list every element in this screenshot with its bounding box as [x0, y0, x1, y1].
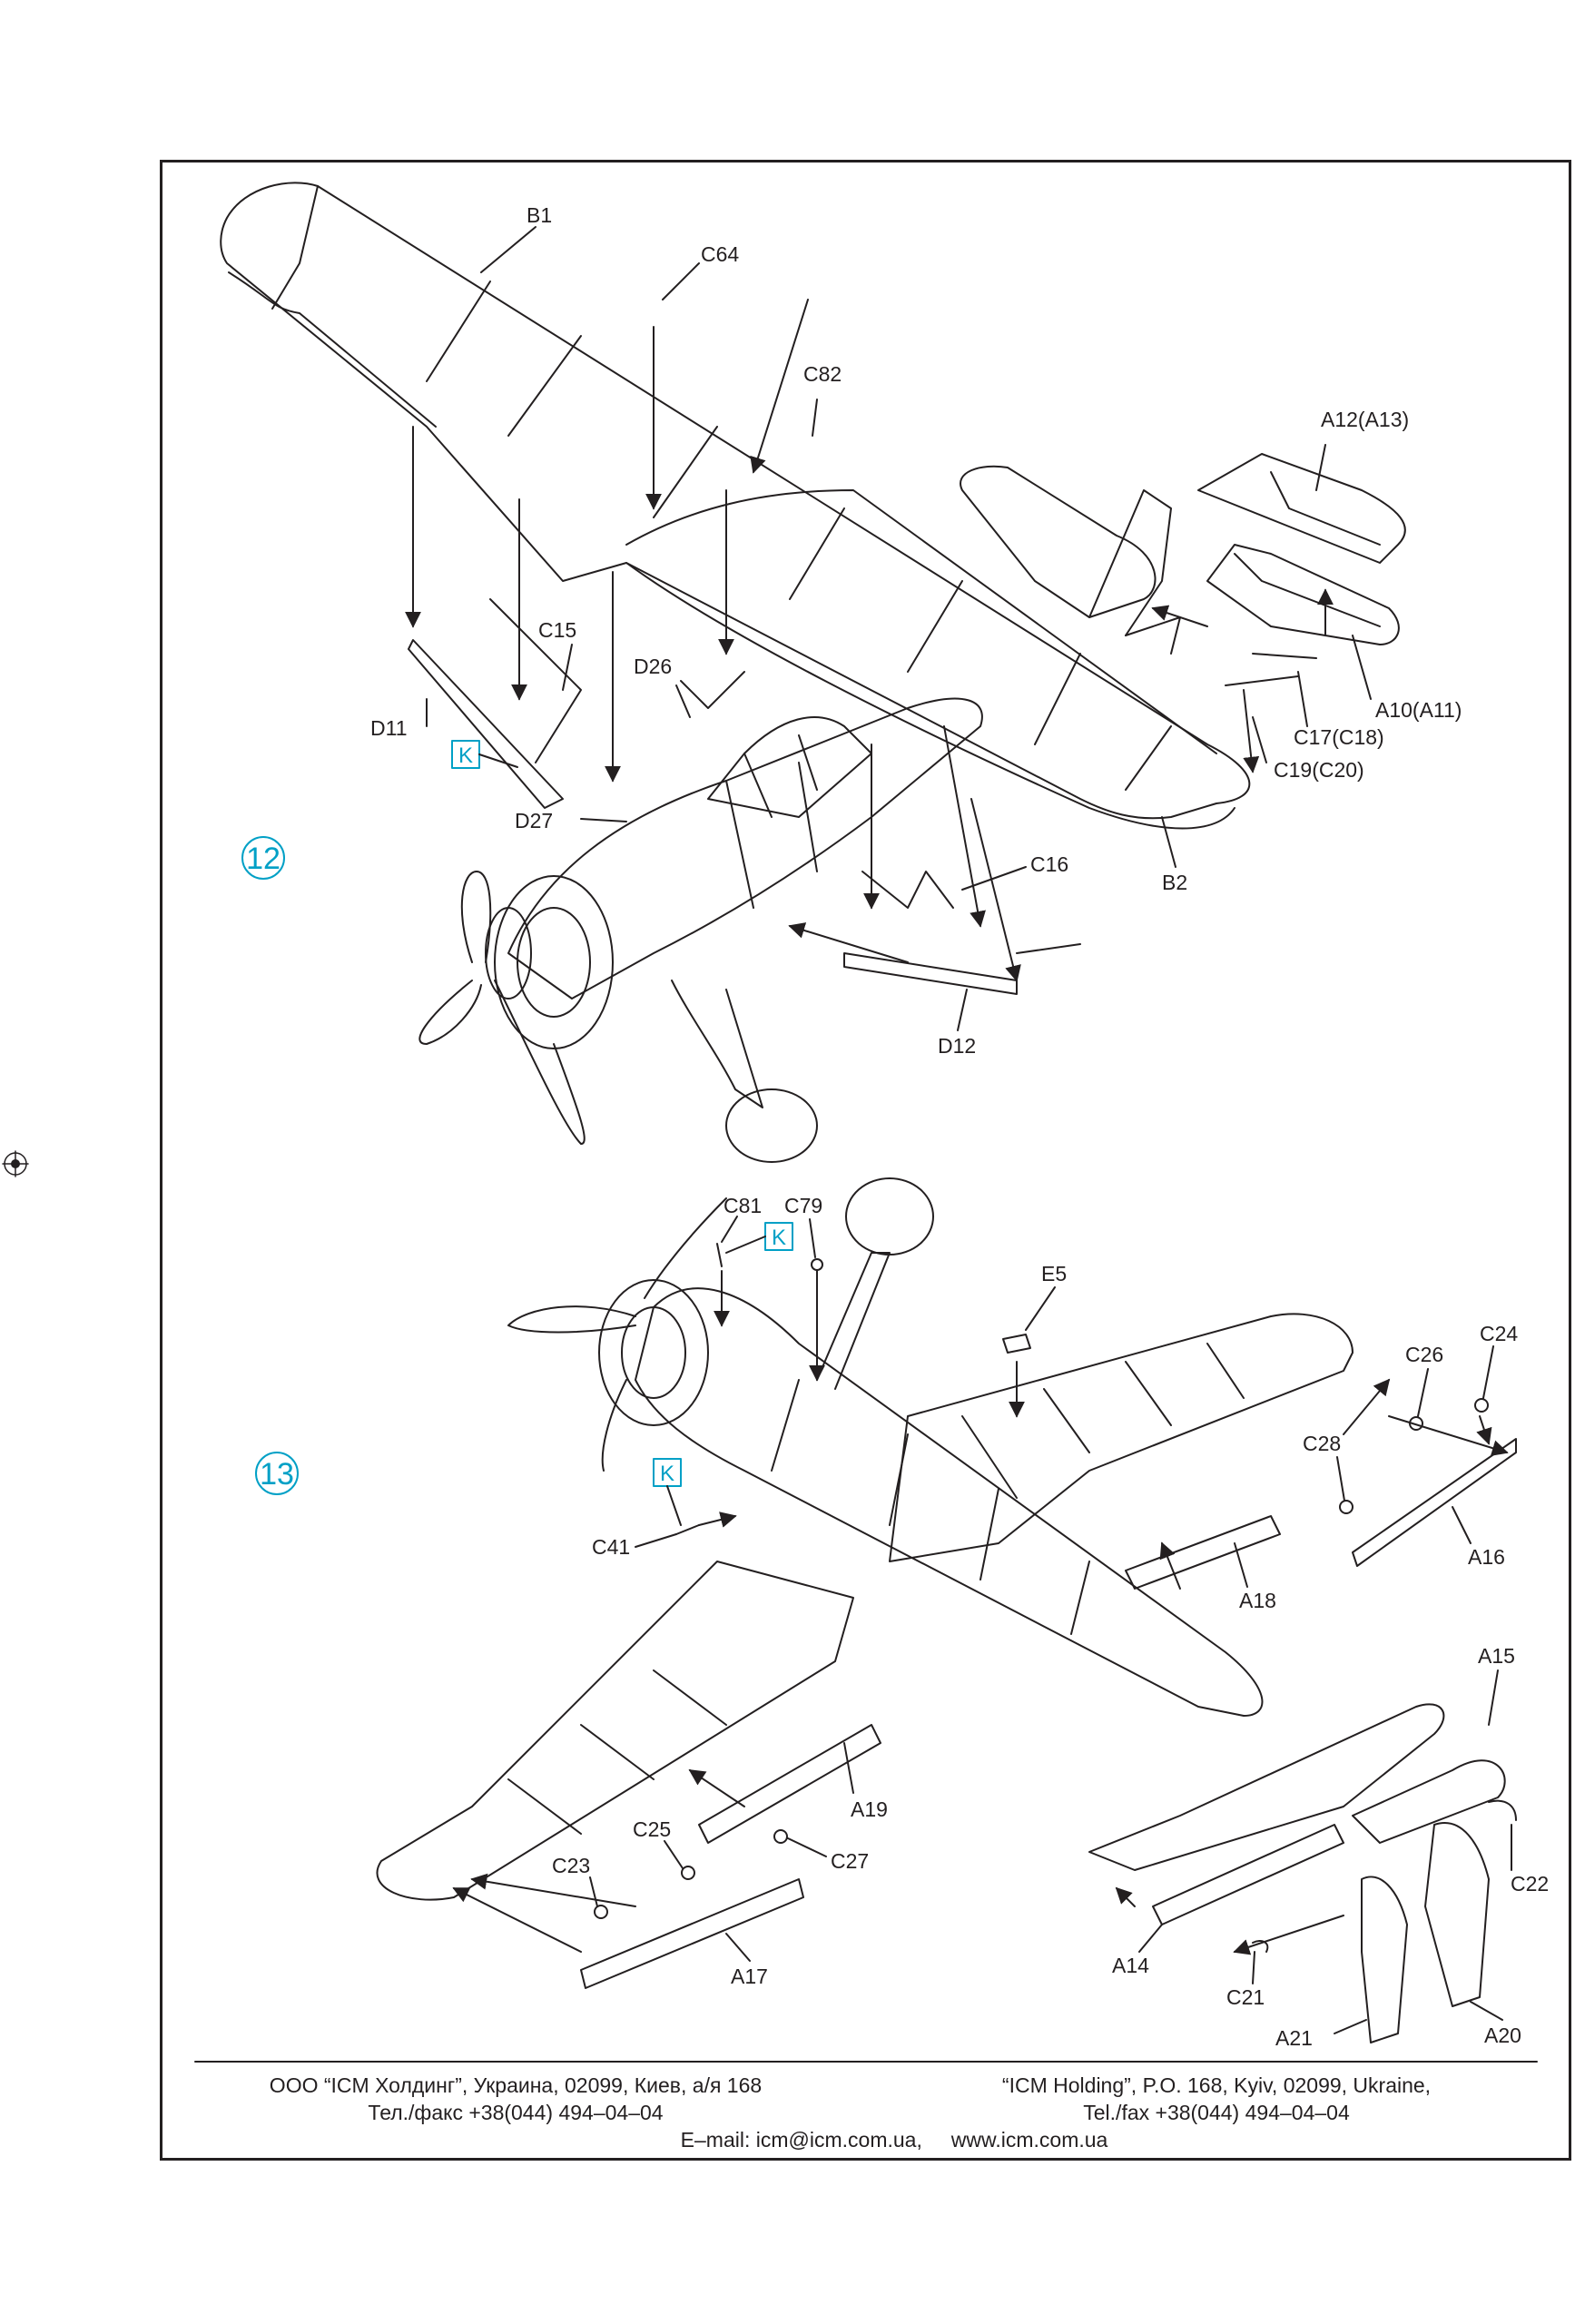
label-c23: C23: [552, 1854, 590, 1877]
part-c25: [681, 1866, 695, 1880]
part-c23: [594, 1905, 608, 1919]
fuselage-12: [507, 697, 983, 1000]
registration-mark-icon: [2, 1150, 29, 1177]
label-c27: C27: [831, 1849, 869, 1873]
label-c26: C26: [1405, 1343, 1443, 1366]
strut-c17: [1252, 653, 1317, 659]
footer-ru-phone: Тел./факс +38(044) 494–04–04: [368, 2101, 664, 2124]
label-c28: C28: [1303, 1432, 1341, 1455]
step-12-illustration: B1 C64 C82 A12(A13) A10(A11) C15 D26 D11…: [220, 182, 1462, 1163]
label-c19: C19(C20): [1274, 758, 1364, 782]
left-wing-13: [376, 1561, 854, 1901]
rudder-a20: [1424, 1822, 1490, 2007]
svg-text:K: K: [660, 1462, 674, 1486]
label-a21: A21: [1275, 2026, 1313, 2050]
flap-a19: [698, 1724, 881, 1844]
label-c22: C22: [1511, 1872, 1549, 1896]
fuselage-13: [635, 1287, 1264, 1717]
label-a10: A10(A11): [1375, 698, 1462, 722]
wheel-13: [845, 1177, 934, 1256]
tail-fin: [960, 465, 1157, 618]
footer-ru-address: ООО “ICM Холдинг”, Украина, 02099, Киев,…: [269, 2073, 763, 2097]
part-c79: [811, 1258, 823, 1271]
flap-a18: [1125, 1515, 1281, 1590]
engine-cowl: [494, 875, 614, 1049]
strut-d11: [408, 639, 564, 809]
right-wing-13: [889, 1313, 1354, 1562]
lower-wing-b2: [625, 562, 1235, 830]
label-e5: E5: [1041, 1262, 1067, 1285]
footer-contact: E–mail: icm@icm.com.ua, www.icm.com.ua: [680, 2128, 1108, 2152]
part-c24: [1474, 1398, 1489, 1413]
label-c79: C79: [784, 1194, 822, 1217]
label-c41: C41: [592, 1535, 630, 1559]
svg-text:K: K: [458, 743, 473, 768]
elevator-a14-surface: [1152, 1824, 1344, 1925]
landing-gear-13: [816, 1252, 891, 1390]
landing-gear-12: [671, 980, 763, 1108]
part-c81: [716, 1243, 723, 1267]
strut-d26: [680, 671, 745, 709]
propeller-12: [418, 871, 586, 1145]
label-c16: C16: [1030, 852, 1068, 876]
label-c21: C21: [1226, 1985, 1265, 2009]
step-number-12: 12: [241, 836, 285, 880]
strut-c15: [489, 598, 582, 763]
wheel-12: [725, 1088, 818, 1163]
label-c25: C25: [633, 1817, 671, 1841]
label-d27: D27: [515, 809, 553, 832]
label-d11: D11: [370, 716, 408, 740]
label-a12: A12(A13): [1321, 408, 1409, 431]
stabilizer-a10: [1206, 544, 1400, 645]
label-a19: A19: [851, 1797, 888, 1821]
stabilizer-a12: [1197, 453, 1406, 564]
footer-en-phone: Tel./fax +38(044) 494–04–04: [1083, 2101, 1350, 2124]
part-c41: [675, 1524, 700, 1535]
badge-k-13-left: K: [653, 1458, 682, 1487]
label-c81: C81: [724, 1194, 762, 1217]
strut-d12: [843, 952, 1018, 995]
step-13-illustration: C81 C79 E5 C24 C26 C28 A16 C41 A18 A15 A…: [255, 1177, 1549, 2050]
page-frame: [160, 160, 1571, 2161]
badge-k-12: K: [451, 740, 480, 769]
aileron-a17: [580, 1878, 804, 1989]
label-c24: C24: [1480, 1322, 1518, 1345]
footer-en-address: “ICM Holding”, P.O. 168, Kyiv, 02099, Uk…: [1001, 2073, 1432, 2097]
rudder-a21: [1361, 1876, 1408, 2043]
label-c64: C64: [701, 242, 739, 266]
label-a20: A20: [1484, 2024, 1521, 2047]
part-c28: [1339, 1500, 1354, 1514]
part-c22: [1488, 1799, 1517, 1821]
propeller-13: [507, 1197, 727, 1472]
label-d12: D12: [938, 1034, 976, 1058]
tailplane-a15: [1352, 1759, 1506, 1844]
label-a15: A15: [1478, 1644, 1515, 1668]
tailplane-a14: [1088, 1703, 1445, 1871]
label-c17: C17(C18): [1294, 725, 1384, 749]
svg-text:13: 13: [260, 1457, 294, 1492]
label-a16: A16: [1468, 1545, 1505, 1569]
label-a18: A18: [1239, 1589, 1276, 1612]
upper-wing-b1: [220, 182, 1251, 820]
label-a14: A14: [1112, 1954, 1149, 1977]
svg-text:12: 12: [246, 842, 281, 876]
engine-cowl-13: [598, 1279, 709, 1426]
step-number-13: 13: [255, 1452, 299, 1495]
label-b2: B2: [1162, 871, 1187, 894]
label-b1: B1: [527, 203, 552, 227]
badge-k-13-top: K: [764, 1222, 793, 1251]
label-d26: D26: [634, 655, 672, 678]
strut-c16: [861, 871, 954, 909]
canopy: [707, 716, 872, 818]
svg-text:K: K: [772, 1226, 786, 1250]
label-c15: C15: [538, 618, 576, 642]
label-c82: C82: [803, 362, 842, 386]
label-a17: A17: [731, 1965, 768, 1988]
aileron-a16: [1352, 1438, 1517, 1567]
strut-c19: [1225, 675, 1299, 686]
part-e5: [1002, 1334, 1031, 1354]
part-c27: [773, 1829, 788, 1844]
